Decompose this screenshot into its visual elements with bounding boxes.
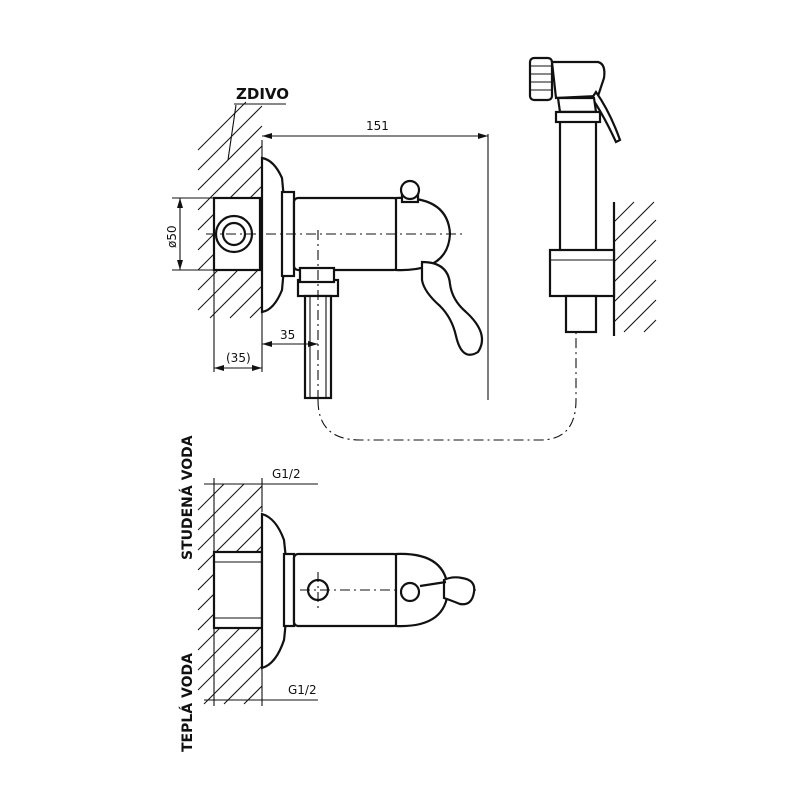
thread-bottom-label: G1/2 bbox=[288, 683, 317, 697]
hose-path bbox=[317, 332, 577, 441]
front-mixer-dome bbox=[394, 552, 450, 628]
shower-trigger bbox=[590, 90, 622, 144]
dim-151-arrow-left bbox=[262, 133, 272, 139]
wall-hatching-right bbox=[613, 201, 657, 333]
hot-water-label: TEPLÁ VODA bbox=[179, 653, 196, 752]
thread-top-label: G1/2 bbox=[272, 467, 301, 481]
shower-handle bbox=[558, 110, 598, 254]
dim-depth-arrow-right bbox=[252, 365, 262, 371]
dim-35-arrow-right bbox=[308, 341, 318, 347]
shower-head-body bbox=[550, 60, 606, 100]
outlet-collar bbox=[298, 266, 336, 284]
dim-dia-arrow-bottom bbox=[177, 260, 183, 270]
dim-depth-label: (35) bbox=[226, 351, 251, 365]
front-lever-base bbox=[399, 581, 421, 603]
wall-label: ZDIVO bbox=[236, 85, 289, 103]
lever-knob bbox=[399, 179, 421, 201]
front-rosette-ring bbox=[282, 552, 296, 628]
wall-leader-line bbox=[227, 104, 237, 161]
shower-hose-connector bbox=[564, 294, 598, 334]
dim-35-arrow-left bbox=[262, 341, 272, 347]
lever-handle bbox=[420, 260, 484, 356]
bottom-front-view: G1/2 G1/2 STUDENÁ VODA TEPLÁ VODA bbox=[179, 435, 478, 752]
shower-neck bbox=[556, 96, 598, 114]
dim-35-label: 35 bbox=[280, 328, 295, 342]
shower-holder bbox=[548, 248, 616, 298]
dim-diameter-label: ø50 bbox=[165, 225, 179, 248]
cold-water-label: STUDENÁ VODA bbox=[179, 435, 196, 560]
top-side-view: ZDIVO 151 bbox=[165, 85, 577, 441]
dim-151-arrow-right bbox=[478, 133, 488, 139]
shower-handle-cap bbox=[554, 110, 602, 124]
hand-shower-view bbox=[528, 56, 657, 336]
connector-port-inner bbox=[221, 221, 247, 247]
dim-dia-arrow-top bbox=[177, 198, 183, 208]
front-lever-stem bbox=[419, 580, 447, 588]
dim-depth-arrow-left bbox=[214, 365, 224, 371]
dim-151-label: 151 bbox=[366, 119, 389, 133]
shower-nozzle bbox=[528, 56, 554, 102]
front-connector-body bbox=[212, 550, 264, 630]
front-lever-handle bbox=[442, 576, 476, 606]
